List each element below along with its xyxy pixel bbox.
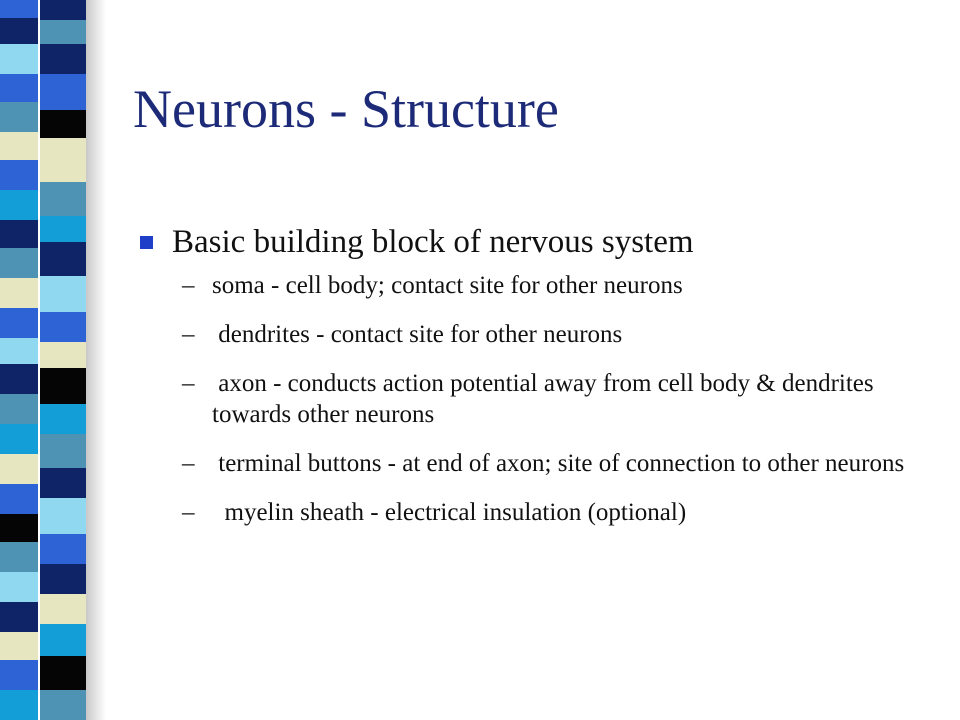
main-bullet: Basic building block of nervous system <box>140 222 940 262</box>
stripe-shadow <box>86 0 106 720</box>
sub-bullet-text: dendrites - contact site for other neuro… <box>212 321 623 348</box>
stripe-right-column <box>40 0 86 720</box>
sub-bullet-item: – dendrites - contact site for other neu… <box>140 319 932 350</box>
stripe-left-column <box>0 0 38 720</box>
dash-bullet: – <box>182 450 195 477</box>
decorative-stripe <box>0 0 110 720</box>
slide-title: Neurons - Structure <box>133 79 559 139</box>
sub-bullet-text: myelin sheath - electrical insulation (o… <box>212 499 687 526</box>
square-bullet-icon <box>140 236 153 249</box>
sub-bullet-text: terminal buttons - at end of axon; site … <box>212 450 905 477</box>
sub-bullet-text: soma - cell body; contact site for other… <box>212 272 683 299</box>
sub-bullet-list: – soma - cell body; contact site for oth… <box>140 270 940 528</box>
sub-bullet-item: – axon - conducts action potential away … <box>140 368 932 430</box>
main-bullet-text: Basic building block of nervous system <box>172 224 694 260</box>
sub-bullet-item: – myelin sheath - electrical insulation … <box>140 497 932 528</box>
sub-bullet-item: – terminal buttons - at end of axon; sit… <box>140 448 932 479</box>
slide-content: Basic building block of nervous system –… <box>140 222 940 546</box>
sub-bullet-text: axon - conducts action potential away fr… <box>212 370 880 428</box>
dash-bullet: – <box>182 370 195 397</box>
dash-bullet: – <box>182 272 195 299</box>
dash-bullet: – <box>182 321 195 348</box>
dash-bullet: – <box>182 499 195 526</box>
sub-bullet-item: – soma - cell body; contact site for oth… <box>140 270 932 301</box>
